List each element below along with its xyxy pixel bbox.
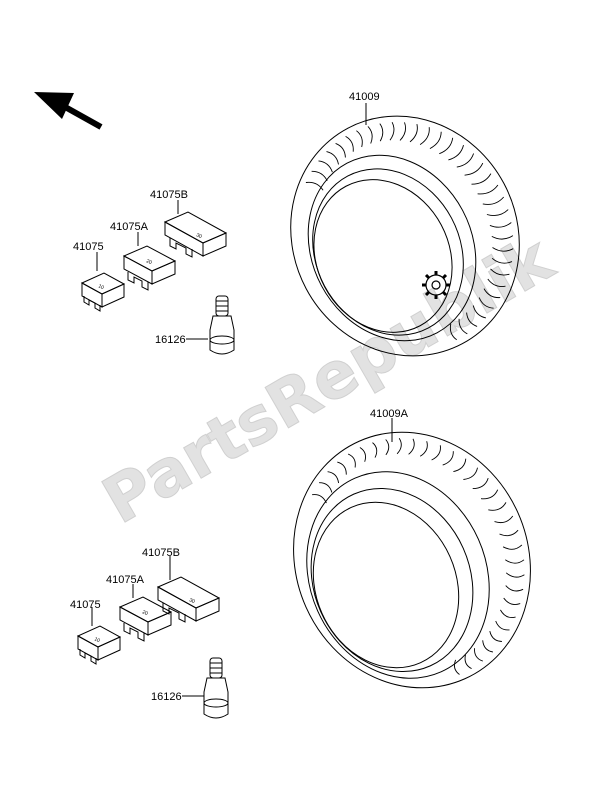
tread-groove xyxy=(489,222,512,228)
tire-front[interactable] xyxy=(249,76,561,397)
tread-groove xyxy=(478,297,494,309)
tread-groove xyxy=(337,461,347,475)
label-41009: 41009 xyxy=(349,91,380,103)
tread-groove xyxy=(464,162,484,176)
tread-groove xyxy=(319,482,333,493)
tread-groove xyxy=(327,471,340,484)
label-41075A-upper: 41075A xyxy=(110,221,149,233)
tread-groove xyxy=(500,609,516,618)
tread-groove xyxy=(482,640,493,653)
weight-41075B-upper[interactable]: 30 xyxy=(163,211,228,258)
svg-text:10: 10 xyxy=(97,283,105,291)
watermark: PartsRepublik xyxy=(91,221,568,539)
tire-rear[interactable] xyxy=(253,394,571,726)
label-16126-lower: 16126 xyxy=(151,691,182,703)
tread-groove xyxy=(491,257,513,264)
tread-groove xyxy=(372,442,378,458)
tread-groove xyxy=(492,247,514,252)
label-41075A-lower: 41075A xyxy=(106,574,145,586)
tread-groove xyxy=(499,529,519,537)
tread-groove xyxy=(409,124,418,143)
tread-groove xyxy=(471,173,492,185)
tread-groove xyxy=(318,160,333,173)
weight-41075A-lower[interactable]: 20 xyxy=(118,596,173,642)
label-41075-lower: 41075 xyxy=(70,599,101,611)
tread-groove xyxy=(311,170,328,182)
tread-groove xyxy=(356,130,363,148)
tread-groove xyxy=(480,489,499,500)
tread-groove xyxy=(477,184,499,195)
tread-groove xyxy=(491,235,514,240)
tread-groove xyxy=(442,451,454,466)
tread-groove xyxy=(345,136,354,152)
tread-groove xyxy=(487,278,506,287)
tread-groove xyxy=(488,502,507,511)
label-41075B-upper: 41075B xyxy=(150,189,188,201)
tread-groove xyxy=(458,318,468,335)
tread-groove xyxy=(367,126,373,144)
tread-groove xyxy=(494,515,514,524)
tread-groove xyxy=(389,121,395,141)
svg-text:PartsRepublik: PartsRepublik xyxy=(91,222,567,539)
weight-41075A-upper[interactable]: 20 xyxy=(122,245,177,291)
tread-groove xyxy=(419,127,430,145)
tread-groove xyxy=(399,122,406,141)
tread-groove xyxy=(489,630,502,642)
weight-41075-upper[interactable]: 10 xyxy=(80,272,126,312)
tread-groove xyxy=(449,323,457,341)
tread-groove xyxy=(431,445,441,461)
tread-groove xyxy=(419,441,428,457)
tread-groove xyxy=(505,559,525,564)
front-arrow-icon xyxy=(34,92,103,130)
tread-groove xyxy=(429,131,442,150)
tread-groove xyxy=(379,123,384,142)
valve-stem-lower[interactable] xyxy=(203,657,229,719)
tread-groove xyxy=(359,447,366,462)
svg-text:10: 10 xyxy=(93,636,101,644)
tread-groove xyxy=(453,458,467,473)
label-41009A: 41009A xyxy=(370,408,409,420)
tread-groove xyxy=(483,288,501,299)
tread-groove xyxy=(439,137,454,155)
tread-groove xyxy=(385,439,390,456)
tread-groove xyxy=(490,268,510,276)
weight-41075B-lower[interactable]: 30 xyxy=(156,576,221,623)
tread-groove xyxy=(464,654,472,670)
tread-groove xyxy=(495,620,510,631)
tread-groove xyxy=(472,305,486,319)
label-41075-upper: 41075 xyxy=(73,241,104,253)
tread-groove xyxy=(486,209,509,216)
tread-groove xyxy=(502,544,523,550)
tread-groove xyxy=(454,659,460,675)
tread-groove xyxy=(505,585,524,592)
tread-groove xyxy=(482,196,505,205)
weight-41075-lower[interactable]: 10 xyxy=(76,625,122,665)
svg-text:30: 30 xyxy=(188,597,196,605)
tread-groove xyxy=(456,153,475,168)
tread-groove xyxy=(408,438,415,455)
tread-groove xyxy=(335,142,346,158)
svg-text:20: 20 xyxy=(141,609,149,617)
tread-groove xyxy=(448,144,464,161)
tread-groove xyxy=(505,572,525,578)
tread-groove xyxy=(472,477,489,490)
gear-icon xyxy=(422,271,450,299)
svg-text:20: 20 xyxy=(145,258,153,266)
tread-groove xyxy=(463,467,478,480)
tread-groove xyxy=(347,453,356,468)
valve-stem-upper[interactable] xyxy=(209,295,235,355)
label-16126-upper: 16126 xyxy=(155,334,186,346)
tread-groove xyxy=(466,312,478,327)
tread-groove xyxy=(312,494,327,504)
svg-text:30: 30 xyxy=(195,232,203,240)
tread-groove xyxy=(326,151,339,165)
tread-groove xyxy=(396,437,402,455)
tread-groove xyxy=(305,181,324,191)
tread-groove xyxy=(503,597,521,605)
label-41075B-lower: 41075B xyxy=(142,547,180,559)
tread-groove xyxy=(474,648,483,662)
